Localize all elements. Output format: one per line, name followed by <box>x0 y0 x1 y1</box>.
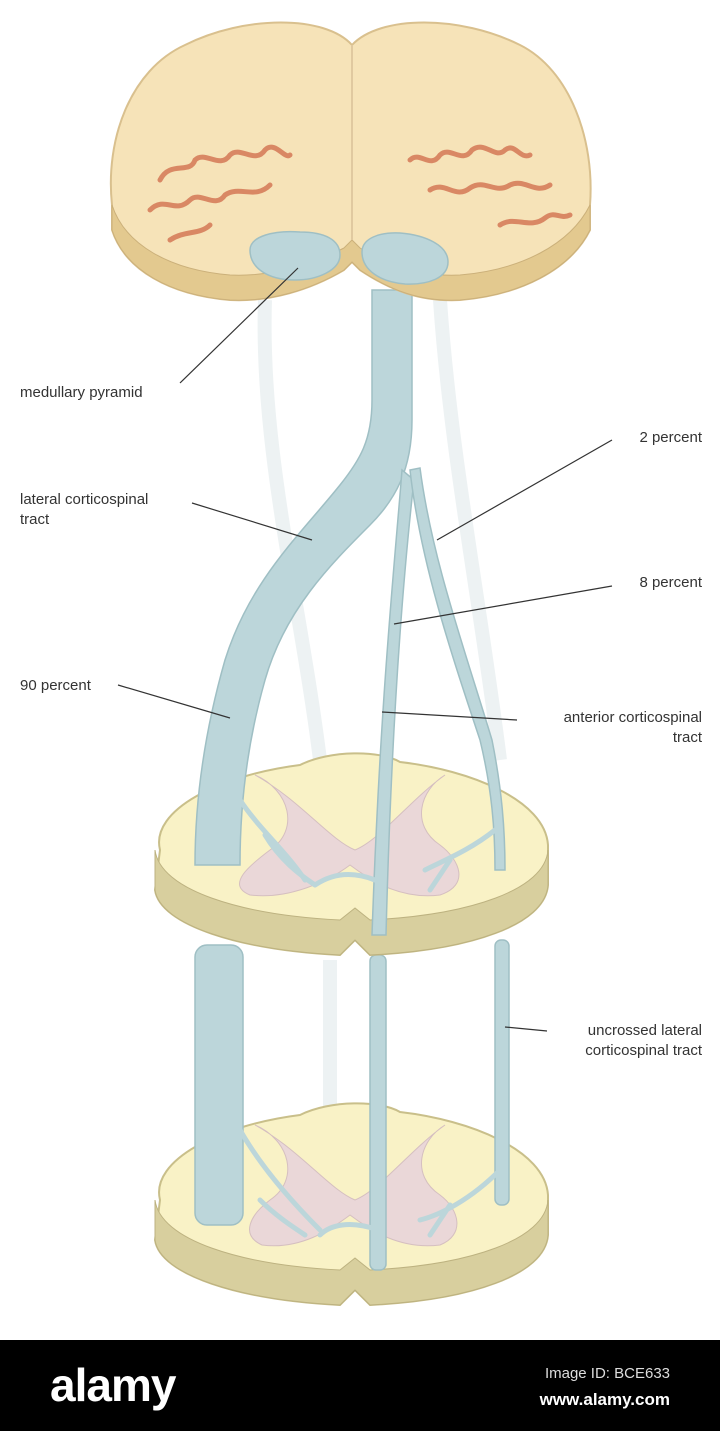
label-lateral-corticospinal-tract: lateral corticospinal tract <box>20 491 149 528</box>
leader-90-percent <box>117 684 231 719</box>
leader-lateral-corticospinal <box>191 502 313 541</box>
watermark-footer: alamy Image ID: BCE633 www.alamy.com <box>0 1340 720 1431</box>
label-90-percent: 90 percent <box>20 677 91 694</box>
label-8-percent: 8 percent <box>639 574 702 591</box>
leader-uncrossed-lateral <box>504 1026 548 1032</box>
label-uncrossed-lateral-corticospinal-tract: uncrossed lateral corticospinal tract <box>585 1022 702 1059</box>
leader-anterior-corticospinal <box>381 711 518 721</box>
image-id: Image ID: BCE633 <box>544 1365 670 1382</box>
label-anterior-corticospinal-tract: anterior corticospinal tract <box>563 709 702 746</box>
label-2-percent: 2 percent <box>639 429 702 446</box>
leader-2-percent <box>436 439 613 541</box>
lower-tract-columns <box>194 939 510 1271</box>
medulla-section <box>109 21 592 302</box>
site-url: www.alamy.com <box>539 1390 670 1409</box>
descending-tracts <box>194 289 506 936</box>
label-medullary-pyramid: medullary pyramid <box>20 384 143 401</box>
leader-lines <box>117 267 613 1032</box>
corticospinal-tract-diagram <box>109 21 613 1307</box>
brand-logo: alamy <box>50 1359 176 1411</box>
leader-8-percent <box>393 585 613 625</box>
leader-medullary-pyramid <box>179 267 299 384</box>
